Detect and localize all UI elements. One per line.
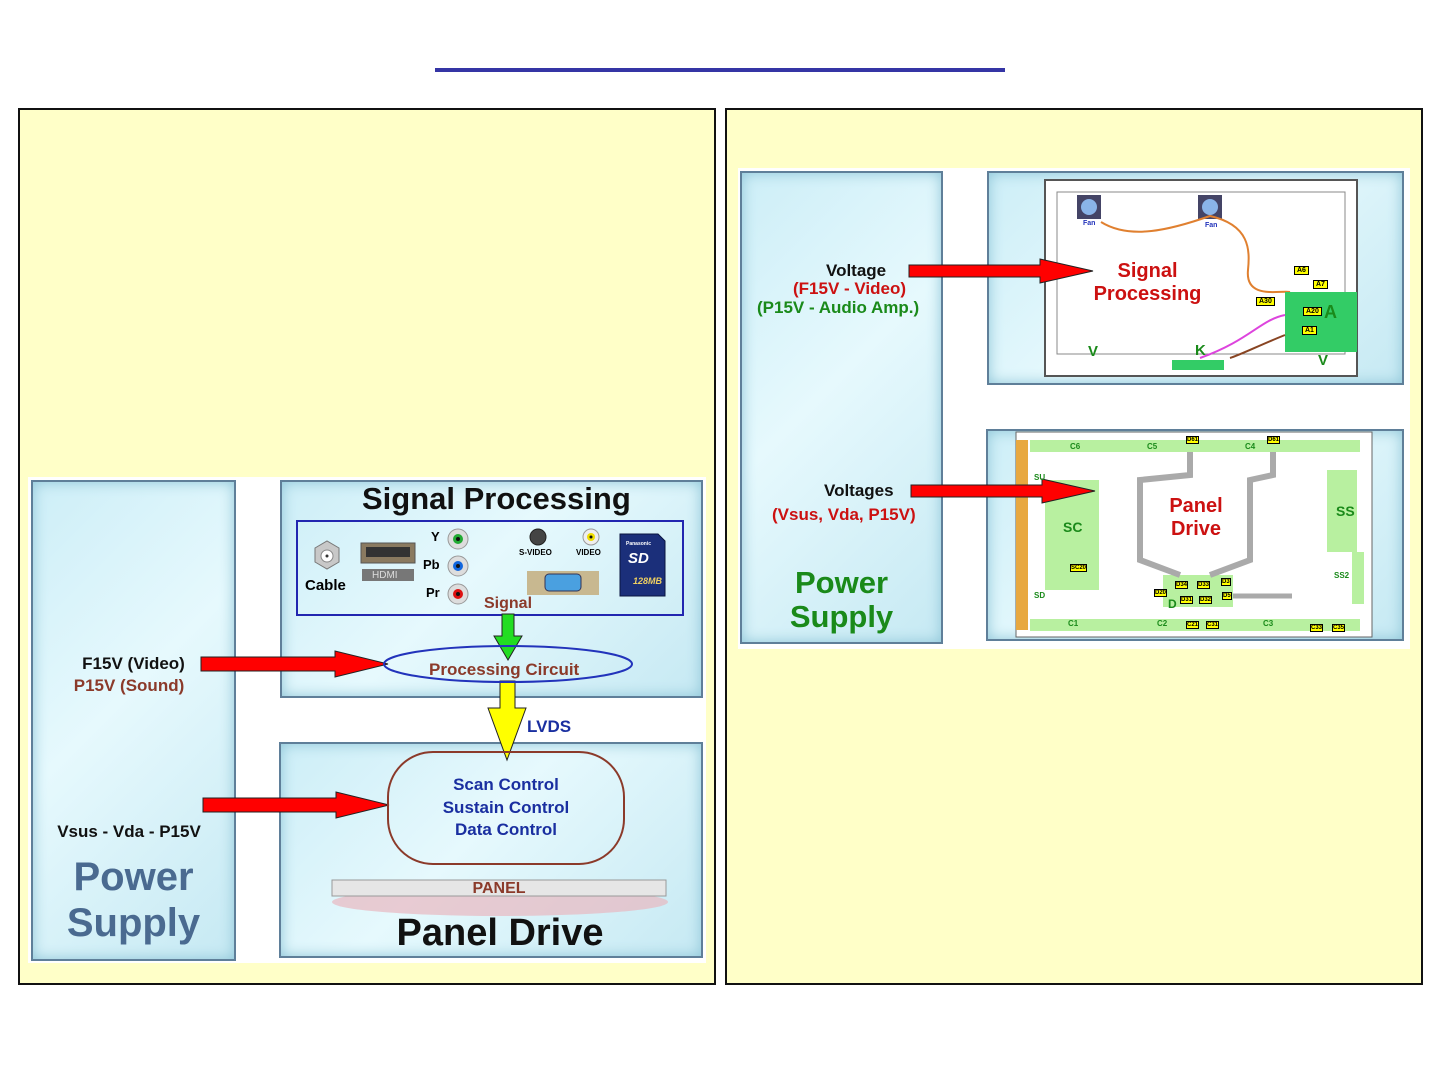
sd-capacity: 128MB xyxy=(633,576,663,586)
signal-label: Signal xyxy=(484,595,533,612)
board-c5: C5 xyxy=(1147,442,1158,451)
power-supply-title-line2: Supply xyxy=(66,901,201,945)
power-supply-box xyxy=(31,480,236,961)
power-supply-title-right: Power Supply xyxy=(740,566,943,634)
sd-brand: Panasonic xyxy=(626,541,652,547)
panel-label: PANEL xyxy=(472,880,526,897)
processing-circuit-label: Processing Circuit xyxy=(429,660,580,679)
lvds-label: LVDS xyxy=(527,717,572,736)
board-c2: C2 xyxy=(1157,619,1168,628)
title-underline xyxy=(435,68,1005,72)
panel-drive-box xyxy=(279,742,703,958)
tag-a6: A6 xyxy=(1294,266,1309,275)
power-supply-title: Power Supply xyxy=(31,854,236,946)
vsus-label: Vsus - Vda - P15V xyxy=(57,822,201,841)
board-sd: SD xyxy=(1034,591,1046,600)
control-block-outline xyxy=(387,751,625,865)
board-v-right: V xyxy=(1318,352,1329,369)
tag-d5: D5 xyxy=(1222,592,1232,600)
panel-bar xyxy=(331,879,667,897)
board-c4: C4 xyxy=(1245,442,1256,451)
signal-processing-board-label: Signal Processing xyxy=(1085,260,1210,306)
cable-connector-icon xyxy=(314,540,340,570)
arrow-lvds xyxy=(487,680,527,762)
tag-c21: C21 xyxy=(1186,621,1200,629)
panel-drive-board-label: Panel Drive xyxy=(1150,495,1242,541)
tag-d61-b: D61 xyxy=(1267,436,1281,444)
board-sc: SC xyxy=(1063,519,1083,535)
s-video-label: S-VIDEO xyxy=(519,548,552,557)
processing-circuit-outline xyxy=(383,645,633,683)
tag-d32: D32 xyxy=(1199,596,1213,604)
fan-label-2: Fan xyxy=(1205,222,1218,229)
f15v-label: F15V (Video) xyxy=(82,654,185,673)
data-control: Data Control xyxy=(455,820,557,839)
board-ss2: SS2 xyxy=(1334,571,1350,580)
signal-board-line2: Processing xyxy=(1093,283,1202,305)
tag-d34: D34 xyxy=(1175,581,1189,589)
vga-port-icon xyxy=(527,571,599,595)
signal-processing-title: Signal Processing xyxy=(362,481,631,516)
tag-a20: A20 xyxy=(1303,307,1322,316)
s-video-jack-icon xyxy=(529,528,547,546)
power-supply-title-line1: Power xyxy=(794,565,889,600)
p15v-label: P15V (Sound) xyxy=(73,676,185,695)
power-supply-title-line1: Power xyxy=(73,855,194,899)
arrow-f15v xyxy=(200,650,389,678)
board-c3: C3 xyxy=(1263,619,1274,628)
control-list: Scan Control Sustain Control Data Contro… xyxy=(388,774,624,842)
board-v-left: V xyxy=(1088,343,1099,360)
sd-card-icon xyxy=(619,533,666,597)
pb-label: Pb xyxy=(423,557,440,572)
sd-logo: SD xyxy=(628,550,649,567)
f15v-video-label: (F15V - Video) xyxy=(793,279,907,298)
signal-board-line1: Signal xyxy=(1117,260,1178,282)
panel-board-line1: Panel xyxy=(1169,495,1223,517)
board-a-label: A xyxy=(1324,302,1337,322)
board-k: K xyxy=(1195,342,1206,359)
y-label: Y xyxy=(431,529,440,544)
scan-control: Scan Control xyxy=(453,775,559,794)
tag-a30: A30 xyxy=(1256,297,1275,306)
panel-drive-title: Panel Drive xyxy=(396,912,604,954)
tag-a7: A7 xyxy=(1313,280,1328,289)
tag-c33: C33 xyxy=(1310,624,1324,632)
tag-a1: A1 xyxy=(1302,326,1317,335)
power-supply-title-line2: Supply xyxy=(789,599,894,634)
hdmi-label: HDMI xyxy=(372,570,398,581)
arrow-vsus xyxy=(202,791,390,819)
video-label: VIDEO xyxy=(576,548,601,557)
power-supply-box-right xyxy=(740,171,943,644)
board-c1: C1 xyxy=(1068,619,1079,628)
voltages-values: (Vsus, Vda, P15V) xyxy=(772,505,916,524)
board-c6: C6 xyxy=(1070,442,1081,451)
arrow-signal xyxy=(493,613,523,661)
p15v-audio-label: (P15V - Audio Amp.) xyxy=(757,298,920,317)
arrow-voltages xyxy=(910,478,1096,504)
tag-c35: C35 xyxy=(1332,624,1346,632)
tag-d20: D20 xyxy=(1154,589,1168,597)
tag-d61-a: D61 xyxy=(1186,436,1200,444)
arrow-voltage xyxy=(908,258,1094,284)
fan-label-1: Fan xyxy=(1083,220,1096,227)
tag-d3: D3 xyxy=(1221,578,1231,586)
tag-d31: D31 xyxy=(1180,596,1194,604)
tag-c31: C31 xyxy=(1206,621,1220,629)
pr-label: Pr xyxy=(426,585,440,600)
sustain-control: Sustain Control xyxy=(442,797,570,817)
hdmi-port-icon xyxy=(360,542,416,581)
input-connectors-frame xyxy=(296,520,684,616)
panel-board-line2: Drive xyxy=(1170,518,1222,540)
board-su: SU xyxy=(1034,473,1046,482)
board-ss: SS xyxy=(1336,503,1355,519)
board-d: D xyxy=(1168,597,1177,611)
tag-sc20: SC20 xyxy=(1070,564,1088,572)
tag-d33: D33 xyxy=(1197,581,1211,589)
cable-label: Cable xyxy=(305,577,346,594)
voltage-label: Voltage xyxy=(826,261,887,280)
voltages-label: Voltages xyxy=(824,481,894,500)
